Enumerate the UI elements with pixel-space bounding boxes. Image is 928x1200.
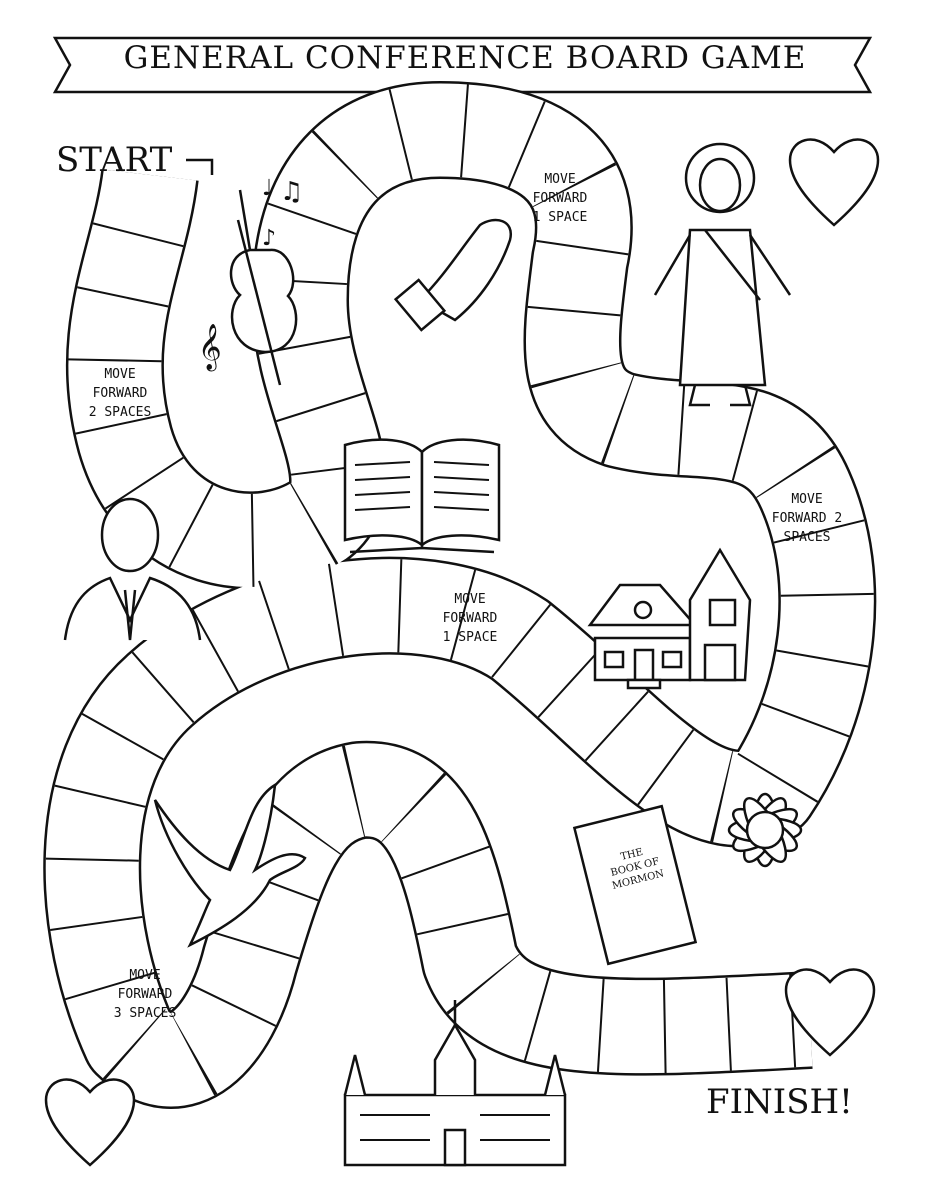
space-text: 2 SPACES [88, 405, 152, 420]
space-text: FORWARD [92, 386, 148, 401]
space-text: SPACES [783, 530, 831, 545]
page-title: GENERAL CONFERENCE BOARD GAME [123, 40, 807, 76]
space-text: 1 SPACE [442, 630, 498, 645]
temple-icon [343, 1000, 567, 1167]
space-text: 3 SPACES [113, 1006, 177, 1021]
space-text: MOVE [791, 492, 823, 507]
open-book-icon [343, 438, 501, 554]
violin-icon: ♩ ♫ ♪ 𝄞 [198, 176, 303, 386]
space-text: FORWARD 2 [771, 511, 843, 526]
start-label: START [56, 140, 173, 180]
house-icon [587, 547, 752, 690]
space-text: FORWARD [442, 611, 498, 626]
space-text: MOVE [129, 968, 161, 983]
svg-text:♩: ♩ [262, 176, 272, 201]
space-text: MOVE [544, 172, 576, 187]
board-space-move-forward-2: MOVE FORWARD 2 SPACES [75, 365, 165, 422]
flower-icon [727, 792, 803, 868]
church-leader-icon [63, 497, 202, 641]
board-space-move-forward-1b: MOVE FORWARD 1 SPACE [420, 590, 520, 647]
svg-text:♪: ♪ [262, 226, 276, 251]
title-banner [52, 36, 873, 94]
space-text: MOVE [454, 592, 486, 607]
board-path [43, 81, 877, 1109]
heart-icon [784, 968, 876, 1057]
svg-text:♫: ♫ [280, 177, 303, 207]
heart-icon [788, 138, 880, 227]
space-text: FORWARD [117, 987, 173, 1002]
heart-icon [44, 1078, 136, 1167]
finish-label: FINISH! [706, 1082, 853, 1122]
board-space-move-forward-1: MOVE FORWARD 1 SPACE [510, 170, 610, 227]
svg-text:𝄞: 𝄞 [198, 324, 222, 372]
space-text: 1 SPACE [532, 210, 588, 225]
praying-hands-icon [393, 218, 513, 332]
jesus-figure-icon [653, 142, 792, 407]
space-text: FORWARD [532, 191, 588, 206]
book-of-mormon-icon [572, 804, 698, 966]
board-space-move-forward-3: MOVE FORWARD 3 SPACES [95, 966, 195, 1023]
dove-icon [153, 782, 307, 948]
board-space-move-forward-2b: MOVE FORWARD 2 SPACES [752, 490, 862, 547]
space-text: MOVE [104, 367, 136, 382]
